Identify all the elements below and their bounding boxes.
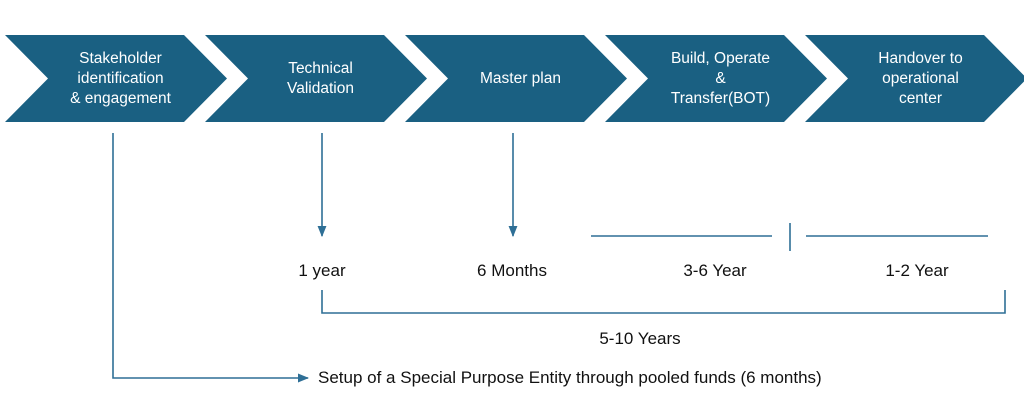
chevron-build-operate-transfer — [605, 35, 827, 122]
chevron-technical-validation — [205, 35, 427, 122]
duration-handover: 1-2 Year — [885, 261, 949, 280]
total-duration-bracket — [321, 290, 1006, 314]
spe-note: Setup of a Special Purpose Entity throug… — [318, 368, 822, 387]
chevron-master-plan — [405, 35, 627, 122]
chevron-label-master-plan: Master plan — [480, 69, 561, 87]
chevron-label-handover: Handover to operational center — [878, 49, 963, 107]
duration-master-plan: 6 Months — [477, 261, 547, 280]
chevron-label-technical-validation: Technical Validation — [287, 59, 354, 97]
duration-bot: 3-6 Year — [683, 261, 747, 280]
spe-arrow — [112, 133, 310, 383]
chevron-handover — [805, 35, 1024, 122]
duration-technical-validation: 1 year — [298, 261, 346, 280]
duration-total: 5-10 Years — [599, 329, 681, 348]
chevron-stakeholder-identification — [5, 35, 227, 122]
chevron-label-build-operate-transfer: Build, Operate & Transfer(BOT) — [670, 49, 771, 107]
chevron-label-stakeholder-identification: Stakeholder identification & engagement — [70, 49, 171, 107]
